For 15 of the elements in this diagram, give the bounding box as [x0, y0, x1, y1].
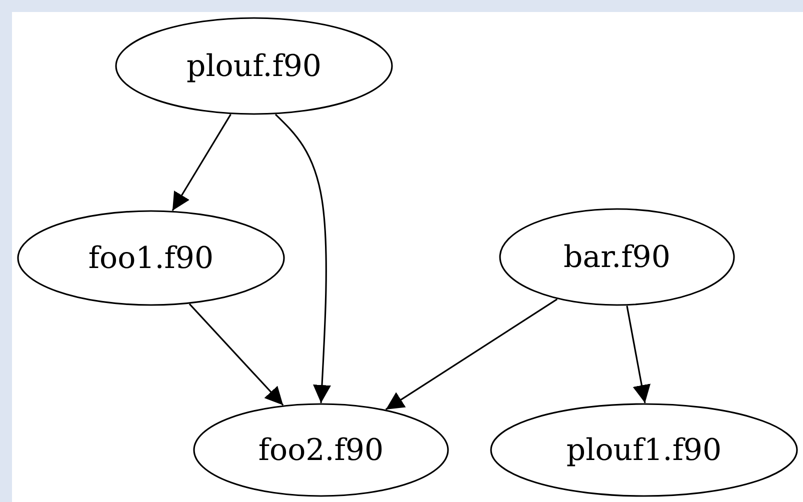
node-label: plouf1.f90 — [566, 432, 722, 468]
ellipse-node — [499, 208, 735, 306]
ellipse-node — [193, 403, 449, 497]
node-label: bar.f90 — [564, 240, 670, 274]
ellipse-node — [115, 17, 393, 115]
node-label: foo2.f90 — [258, 432, 384, 468]
node-label: plouf.f90 — [186, 48, 322, 84]
arrow — [172, 114, 232, 212]
arrow — [274, 114, 331, 404]
arrow — [626, 306, 651, 404]
node-label: foo1.f90 — [88, 240, 214, 276]
ellipse-node — [17, 210, 285, 306]
arrow — [385, 298, 558, 410]
ellipse-node — [490, 403, 798, 497]
arrow — [188, 303, 284, 406]
